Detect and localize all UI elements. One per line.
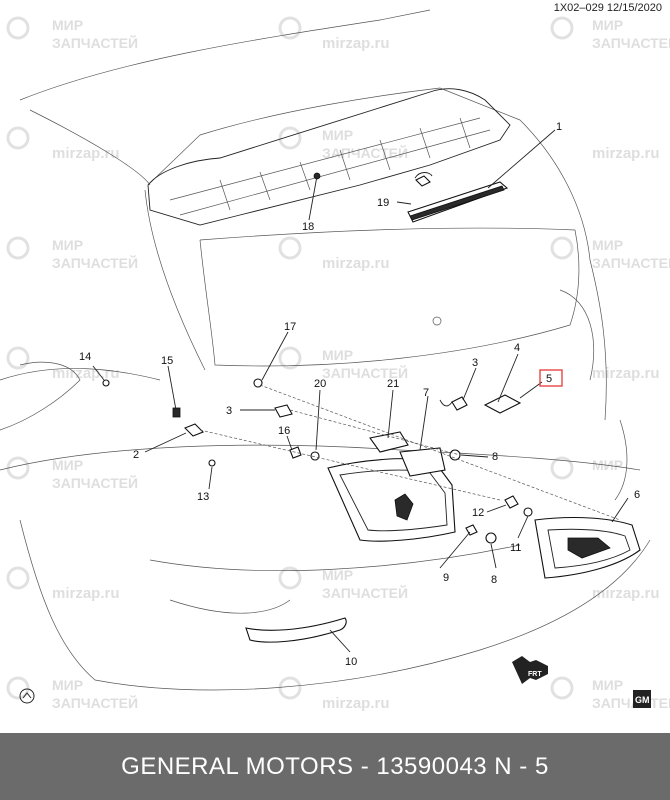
callout-10: 10	[345, 656, 357, 668]
wm-line1: МИР	[322, 567, 353, 583]
wm-line1: МИР	[52, 237, 83, 253]
wm-line2: ЗАПЧАСТЕЙ	[52, 254, 138, 271]
callout-8-lower: 8	[491, 574, 497, 586]
part-6-tail-lamp	[534, 517, 641, 579]
wm-url: mirzap.ru	[592, 365, 660, 382]
part-19-connector	[415, 175, 431, 187]
watermark-logo-icon	[6, 16, 574, 700]
callout-6: 6	[634, 489, 640, 501]
part-3-bulb-right	[451, 396, 468, 411]
callout-4: 4	[514, 342, 520, 354]
wm-line1: МИР	[322, 347, 353, 363]
callout-17: 17	[284, 321, 296, 333]
part-2-socket	[184, 423, 204, 437]
spoiler-assembly	[147, 88, 511, 226]
wm-line2: ЗАПЧАСТЕЙ	[52, 34, 138, 51]
wm-line2: ЗАПЧАСТЕЙ	[592, 34, 670, 51]
wm-line1: МИР	[52, 677, 83, 693]
front-arrow-icon: FRT	[512, 656, 548, 684]
callout-8-upper: 8	[492, 451, 498, 463]
part-17-nut	[253, 378, 263, 388]
wm-line1: МИР	[52, 457, 83, 473]
watermark-layer: МИР ЗАПЧАСТЕЙ mirzap.ru МИР ЗАПЧАСТЕЙ mi…	[6, 16, 670, 712]
part-10-reflector	[245, 617, 347, 643]
part-15-nut	[172, 407, 181, 418]
part-3-bulb-left	[274, 404, 293, 418]
part-9-screw	[465, 524, 478, 536]
wm-url: mirzap.ru	[592, 145, 660, 162]
wm-url: mirzap.ru	[322, 695, 390, 712]
callout-11: 11	[510, 542, 521, 554]
callout-20: 20	[314, 378, 326, 390]
wm-line1: МИР	[592, 237, 623, 253]
front-arrow-label: FRT	[528, 671, 542, 678]
part-1-stop-lamp	[407, 181, 509, 223]
gm-logo-text: GM	[635, 695, 650, 705]
wm-line2: ЗАПЧАСТЕЙ	[322, 584, 408, 601]
info-circle-icon	[19, 688, 35, 704]
leader-lines	[92, 129, 629, 653]
callout-5-highlight-box	[539, 369, 563, 387]
wm-url: mirzap.ru	[322, 35, 390, 52]
wm-url: mirzap.ru	[52, 585, 120, 602]
footer-text: GENERAL MOTORS - 13590043 N - 5	[121, 752, 549, 780]
wm-line2: ЗАПЧАСТЕЙ	[52, 474, 138, 491]
callout-5: 5	[546, 373, 552, 385]
wm-url: mirzap.ru	[52, 365, 120, 382]
part-12-nut	[504, 495, 519, 509]
wm-line2: ЗАПЧАСТЕЙ	[592, 694, 670, 711]
wm-line2: ЗАПЧАСТЕЙ	[322, 144, 408, 161]
part-7-liftgate-lamp	[327, 447, 456, 542]
part-21-bracket	[369, 431, 409, 453]
callout-19: 19	[377, 197, 389, 209]
watermark-text: МИР ЗАПЧАСТЕЙ mirzap.ru МИР ЗАПЧАСТЕЙ mi…	[52, 17, 670, 712]
parts-diagram: МИР ЗАПЧАСТЕЙ mirzap.ru МИР ЗАПЧАСТЕЙ mi…	[0, 9, 670, 712]
callout-21: 21	[387, 378, 399, 390]
wm-line2: ЗАПЧАСТЕЙ	[322, 364, 408, 381]
wm-url: mirzap.ru	[322, 255, 390, 272]
part-20-grommet	[310, 451, 320, 461]
part-8-cap	[449, 449, 461, 461]
vehicle-body	[0, 9, 651, 691]
footer-bar: GENERAL MOTORS - 13590043 N - 5	[0, 733, 670, 800]
part-14-clip	[102, 379, 110, 387]
wm-line2: ЗАПЧАСТЕЙ	[592, 254, 670, 271]
wm-url: mirzap.ru	[592, 585, 660, 602]
wm-line2: ЗАПЧАСТЕЙ	[52, 694, 138, 711]
wm-line1: МИР	[322, 127, 353, 143]
callout-14: 14	[79, 351, 91, 363]
callout-9: 9	[443, 572, 449, 584]
callout-3-right: 3	[472, 357, 478, 369]
wm-line1: МИР	[52, 17, 83, 33]
callout-16: 16	[278, 425, 290, 437]
callout-12: 12	[472, 507, 484, 519]
callout-3-left: 3	[226, 405, 232, 417]
part-11-grommet	[523, 507, 533, 517]
gm-logo: GM	[633, 690, 651, 708]
callout-15: 15	[161, 355, 173, 367]
part-16-bolt	[289, 446, 302, 459]
callout-18: 18	[302, 221, 314, 233]
wm-line1: МИР	[592, 17, 623, 33]
part-4-socket	[483, 394, 522, 414]
callout-1: 1	[556, 121, 562, 133]
callout-13: 13	[197, 491, 209, 503]
wm-line1: МИР	[592, 677, 623, 693]
callouts: 1 2 3 3 4 5 6 7 8 8 9 10 11 12 13 14 15 …	[79, 121, 640, 668]
callout-7: 7	[423, 387, 429, 399]
diagram-code: 1X02–029 12/15/2020	[553, 2, 662, 14]
part-8-cap-lower	[485, 532, 497, 544]
callout-2: 2	[133, 449, 139, 461]
part-13-pin	[208, 459, 216, 467]
